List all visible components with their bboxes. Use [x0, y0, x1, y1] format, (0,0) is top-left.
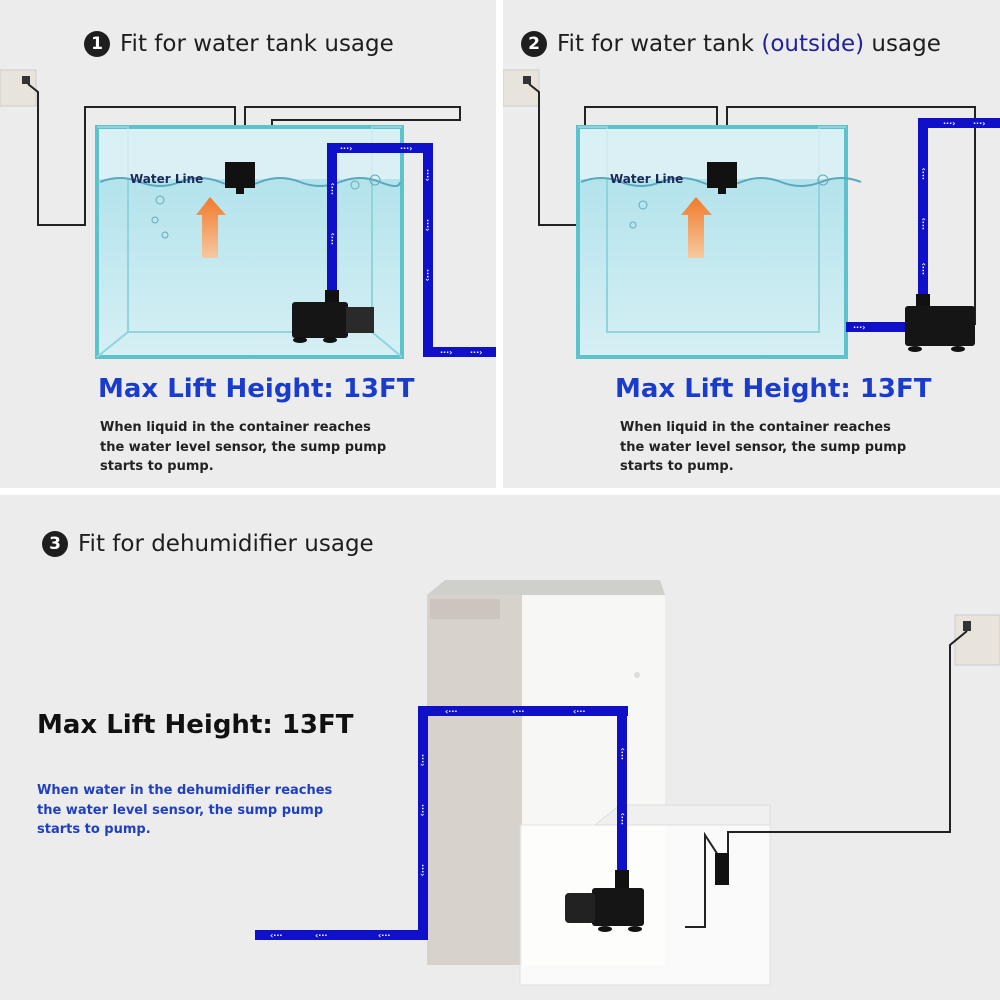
- title-prefix: Fit for water tank: [557, 31, 762, 57]
- svg-text:‹···: ‹···: [512, 707, 524, 716]
- rising-arrow-icon: [681, 197, 712, 258]
- panel-water-tank: 1 Fit for water tank usage Water Line ··…: [0, 0, 496, 488]
- svg-text:···›: ···›: [440, 348, 452, 357]
- description-line: the water level sensor, the sump pump: [37, 802, 324, 818]
- svg-text:···›: ···›: [418, 754, 427, 766]
- svg-text:···›: ···›: [919, 263, 928, 275]
- step-number: 3: [42, 531, 68, 557]
- wall-outlet-icon: [954, 614, 1000, 666]
- sump-pump-icon: [565, 870, 644, 932]
- svg-text:···›: ···›: [418, 804, 427, 816]
- svg-text:···›: ···›: [618, 813, 627, 825]
- description: When liquid in the container reaches the…: [620, 418, 906, 477]
- title-highlight: (outside): [761, 31, 865, 57]
- description-line: the water level sensor, the sump pump: [620, 439, 907, 455]
- svg-text:···›: ···›: [943, 119, 955, 128]
- outside-tank-diagram: Water Line ···› ···› ···› ···› ···› ···›: [503, 69, 1000, 359]
- description: When liquid in the container reaches the…: [100, 418, 386, 477]
- svg-text:···›: ···›: [418, 864, 427, 876]
- panel-title: 3 Fit for dehumidifier usage: [42, 531, 374, 557]
- max-lift-label: Max Lift Height: 13FT: [37, 710, 354, 740]
- svg-text:‹···: ‹···: [573, 707, 585, 716]
- svg-text:···›: ···›: [853, 323, 865, 332]
- tank: [576, 125, 862, 359]
- panel-title: 2 Fit for water tank (outside) usage: [521, 31, 941, 57]
- title-text: Fit for water tank (outside) usage: [557, 31, 941, 57]
- dehumidifier-diagram: ‹··· ‹··· ‹··· ‹··· ‹··· ‹··· ···› ···› ···›…: [255, 580, 1000, 986]
- svg-text:‹···: ‹···: [315, 931, 327, 940]
- step-number: 1: [84, 31, 110, 57]
- panel-water-tank-outside: 2 Fit for water tank (outside) usage Wat…: [503, 0, 1000, 488]
- svg-text:···›: ···›: [328, 183, 337, 195]
- water-tank-diagram: Water Line ···› ···› ···› ···› ···› ···› ·…: [0, 69, 496, 359]
- description-line: When liquid in the container reaches: [620, 420, 891, 435]
- outlet-pipe: [846, 118, 1000, 332]
- svg-text:···›: ···›: [919, 218, 928, 230]
- svg-text:···›: ···›: [400, 144, 412, 153]
- outlet-pipe: [327, 143, 496, 357]
- rising-arrow-icon: [196, 197, 226, 258]
- flow-arrows-icon: ···› ···› ···› ···› ···› ···› ···› ···› ··…: [328, 144, 482, 357]
- description-line: the water level sensor, the sump pump: [100, 439, 387, 455]
- description-line: When water in the dehumidifier reaches: [37, 783, 333, 798]
- description-line: starts to pump.: [100, 459, 214, 474]
- svg-text:···›: ···›: [973, 119, 985, 128]
- svg-text:‹···: ‹···: [445, 707, 457, 716]
- svg-text:···›: ···›: [340, 144, 352, 153]
- water-line-label: Water Line: [610, 172, 683, 186]
- description-line: starts to pump.: [37, 822, 151, 837]
- sump-pump-icon: [905, 294, 975, 352]
- outlet-pipe: [255, 706, 628, 940]
- level-sensor-icon: [707, 162, 737, 194]
- svg-text:···›: ···›: [470, 348, 482, 357]
- power-cord: [27, 83, 236, 226]
- sensor-cord: [685, 831, 719, 928]
- svg-text:···›: ···›: [423, 219, 432, 231]
- flow-arrows-icon: ···› ···› ···› ···› ···› ···›: [853, 119, 985, 332]
- description-line: When liquid in the container reaches: [100, 420, 371, 435]
- svg-text:‹···: ‹···: [270, 931, 282, 940]
- description: When water in the dehumidifier reaches t…: [37, 781, 332, 840]
- water-line-label: Water Line: [130, 172, 203, 186]
- svg-text:···›: ···›: [423, 269, 432, 281]
- svg-text:‹···: ‹···: [378, 931, 390, 940]
- level-sensor-icon: [225, 162, 255, 194]
- step-number: 2: [521, 31, 547, 57]
- description-line: starts to pump.: [620, 459, 734, 474]
- wall-outlet-icon: [0, 69, 37, 107]
- svg-text:···›: ···›: [919, 168, 928, 180]
- power-cord: [727, 630, 968, 855]
- max-lift-label: Max Lift Height: 13FT: [615, 374, 932, 404]
- svg-text:···›: ···›: [328, 233, 337, 245]
- title-text: Fit for dehumidifier usage: [78, 531, 374, 557]
- flow-arrows-icon: ‹··· ‹··· ‹··· ‹··· ‹··· ‹··· ···› ···› ···›…: [270, 707, 627, 940]
- svg-text:···›: ···›: [618, 748, 627, 760]
- title-text: Fit for water tank usage: [120, 31, 394, 57]
- level-sensor-icon: [715, 853, 729, 885]
- max-lift-label: Max Lift Height: 13FT: [98, 374, 415, 404]
- panel-title: 1 Fit for water tank usage: [84, 31, 394, 57]
- svg-text:···›: ···›: [423, 169, 432, 181]
- title-suffix: usage: [864, 31, 941, 57]
- sump-pump-icon: [292, 290, 374, 343]
- panel-dehumidifier: 3 Fit for dehumidifier usage ‹···‹···‹··…: [0, 495, 1000, 1000]
